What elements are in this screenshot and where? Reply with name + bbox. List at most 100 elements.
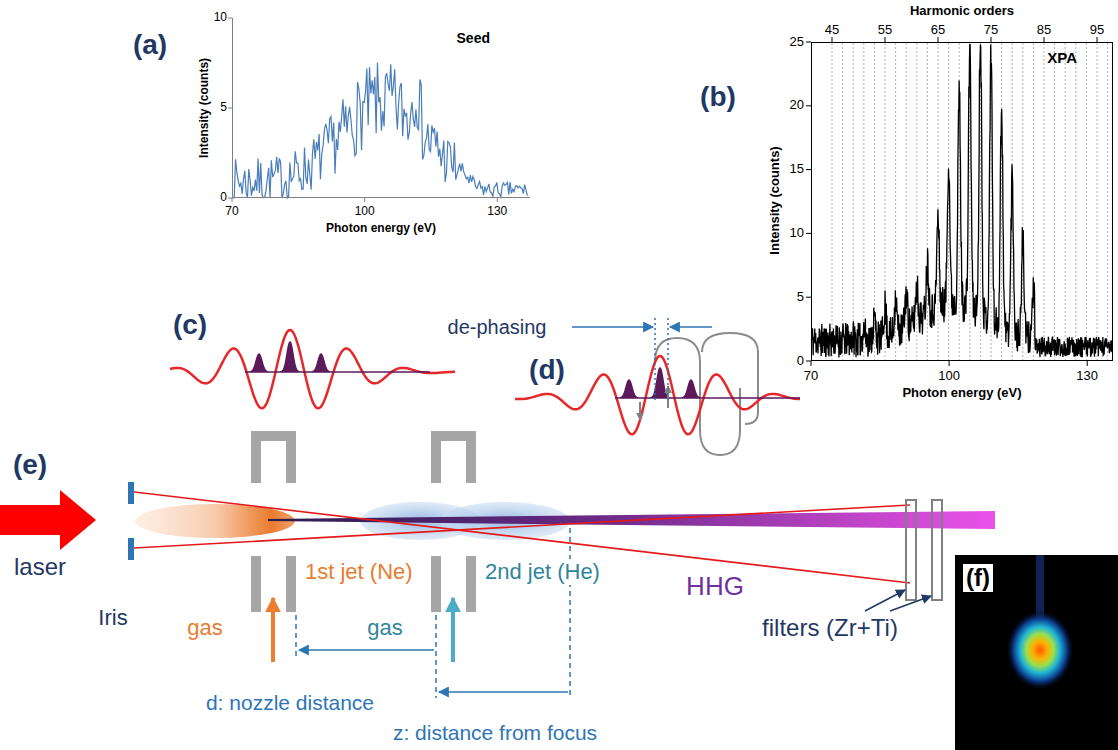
beam-profile-spot — [1006, 610, 1074, 690]
laser-beam-edge — [134, 505, 910, 548]
harmonic-grid-line — [832, 43, 833, 360]
tick-label: 70 — [804, 369, 818, 384]
tick-label: 55 — [878, 23, 892, 38]
harmonic-grid-line — [916, 43, 917, 360]
leader-arrow — [890, 596, 931, 611]
tick-label: 20 — [790, 98, 804, 113]
tick-label: 45 — [825, 23, 839, 38]
tick-label: 5 — [797, 290, 804, 305]
attosecond-pulses — [615, 368, 800, 398]
axis-title: Harmonic orders — [910, 4, 1014, 19]
gas-nozzle-top — [436, 436, 471, 483]
harmonic-grid-line — [1086, 43, 1087, 360]
gas-inlet-arrow — [271, 598, 275, 662]
dimension-line — [435, 615, 437, 698]
tick-mark — [811, 361, 812, 366]
tick-label: 15 — [790, 162, 804, 177]
harmonic-grid-line — [863, 43, 864, 360]
dimension-arrow — [439, 691, 568, 693]
axis-title: Photon energy (eV) — [902, 386, 1021, 401]
tick-label: 130 — [487, 205, 507, 219]
dimension-arrow — [299, 649, 434, 651]
laser-field-wave — [170, 330, 455, 408]
setup-label: laser — [14, 553, 66, 581]
harmonic-grid-line — [1044, 43, 1045, 360]
tick-label: 100 — [938, 369, 960, 384]
panel-letter: (f) — [963, 564, 993, 592]
tick-label: 75 — [984, 23, 998, 38]
tick-label: 25 — [790, 35, 804, 50]
tick-label: 70 — [225, 205, 238, 219]
gas-nozzle-wall — [431, 556, 441, 612]
harmonic-grid-line — [1001, 43, 1002, 360]
tick-mark — [497, 198, 498, 202]
tick-label: 95 — [1090, 23, 1104, 38]
tick-mark — [232, 198, 233, 202]
plot-frame: XPA — [811, 42, 1113, 361]
harmonic-grid-line — [1033, 43, 1034, 360]
seed-spectrum — [233, 63, 527, 198]
filter-plate — [906, 500, 916, 600]
panel-letter: (d) — [529, 354, 565, 386]
tick-mark — [1087, 361, 1088, 366]
iris-blade — [128, 538, 134, 560]
harmonic-grid-line — [1022, 43, 1023, 360]
axis-title: Photon energy (eV) — [326, 222, 436, 236]
gas-nozzle-wall — [251, 556, 261, 612]
beam-profile-image — [955, 555, 1118, 750]
phase-marker-line — [654, 318, 656, 402]
panel-letter: (c) — [173, 309, 207, 341]
jet-label: 2nd jet (He) — [482, 559, 603, 584]
tick-label: 65 — [931, 23, 945, 38]
jet-label: 1st jet (Ne) — [302, 559, 416, 584]
laser-arrow — [0, 490, 96, 550]
setup-label: filters (Zr+Ti) — [762, 614, 898, 642]
tick-label: 100 — [355, 205, 375, 219]
xpa-spectrum — [811, 45, 1112, 358]
tick-label: 5 — [220, 101, 227, 115]
dimension-label: z: distance from focus — [393, 721, 597, 745]
dephasing-arrow — [572, 326, 653, 328]
panel-letter: (b) — [700, 81, 736, 113]
harmonic-grid-line — [938, 43, 939, 360]
harmonic-grid-line — [1097, 43, 1098, 360]
tick-mark — [949, 361, 950, 366]
gas-nozzle-wall — [466, 556, 476, 612]
panel-letter: (e) — [13, 449, 47, 481]
harmonic-grid-line — [927, 43, 928, 360]
dimension-line — [295, 615, 297, 656]
panel-letter: (a) — [133, 29, 167, 61]
harmonic-grid-line — [842, 43, 843, 360]
tick-label: 0 — [797, 354, 804, 369]
plot-tag: Seed — [457, 30, 490, 46]
harmonic-grid-line — [1065, 43, 1066, 360]
plot-frame: Seed — [232, 18, 530, 198]
plot-tag: XPA — [1047, 49, 1077, 66]
harmonic-grid-line — [853, 43, 854, 360]
harmonic-grid-line — [1107, 43, 1108, 360]
dimension-label: d: nozzle distance — [206, 691, 374, 715]
gas-inlet-arrow — [451, 598, 455, 662]
phase-marker-line — [667, 318, 669, 402]
annotation: de-phasing — [448, 316, 547, 339]
axis-title: Intensity (counts) — [768, 146, 783, 254]
dimension-line — [569, 528, 571, 698]
tick-label: 130 — [1076, 369, 1098, 384]
tick-label: 10 — [214, 11, 227, 25]
harmonic-grid-line — [980, 43, 981, 360]
gas-nozzle-top — [256, 436, 291, 483]
filter-plate — [932, 500, 942, 600]
tick-label: 0 — [220, 191, 227, 205]
motion-arrow — [639, 402, 641, 420]
gas-label: gas — [187, 615, 222, 640]
tick-label: 10 — [790, 226, 804, 241]
setup-label: Iris — [98, 605, 127, 630]
harmonic-grid-line — [1054, 43, 1055, 360]
dephasing-arrow — [670, 326, 712, 328]
gas-label: gas — [367, 615, 402, 640]
gas-nozzle-wall — [286, 556, 296, 612]
iris-blade — [128, 482, 134, 504]
axis-title: Intensity (counts) — [198, 58, 212, 158]
harmonic-grid-line — [1075, 43, 1076, 360]
